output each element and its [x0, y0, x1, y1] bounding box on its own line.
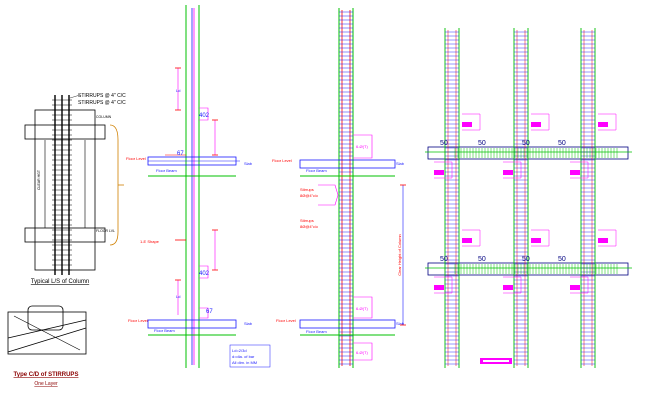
- frame-tag-outline: [434, 276, 453, 294]
- frame-tag: [531, 238, 541, 243]
- frame-tag-outline: [598, 113, 617, 131]
- beam-hatching: [454, 148, 618, 274]
- tag-c: 6-Ø(T): [356, 350, 368, 355]
- frame-tag: [434, 285, 444, 290]
- tag-box-c: [353, 342, 373, 361]
- dim-bot-4: 50: [558, 256, 566, 263]
- col3-beam-bottom: [299, 319, 396, 329]
- legend-box: [229, 344, 271, 368]
- frame-tag: [503, 285, 513, 290]
- col3-beam-top: [299, 159, 396, 169]
- floor-small-label: FLOOR LVL: [96, 229, 115, 233]
- clear-height-small: CLEAR HGT: [37, 169, 41, 190]
- stirrups-label-2: STIRRUPS @ 4" C/C: [78, 100, 126, 106]
- dim-top-label: 67: [177, 151, 184, 157]
- frame-tag-outline: [598, 229, 617, 247]
- frame-elevation: 50 50 50 50 50 50 50 50: [425, 28, 632, 368]
- frame-tags: [434, 113, 617, 294]
- dim-top-2: 50: [478, 140, 486, 147]
- frame-tag: [598, 238, 608, 243]
- shape-label: 1-E Shape: [140, 239, 160, 244]
- frame-tag-outline: [462, 229, 481, 247]
- dim-bot-1: 50: [440, 256, 448, 263]
- frame-tag: [570, 285, 580, 290]
- frame-tag: [462, 238, 472, 243]
- col3-floor-beam-top: Floor Beam: [306, 168, 327, 173]
- column-lap-detail: 402 402 67 67 Ld Ld Floor Level Floor Be…: [126, 5, 271, 368]
- frame-tag-outline: [503, 161, 522, 179]
- stirrup-outline: [7, 311, 87, 355]
- height-dimension-bracket: [109, 124, 119, 246]
- dim-top-1: 50: [440, 140, 448, 147]
- dim-top-3: 50: [522, 140, 530, 147]
- stirrups-label-b: Stirrups: [300, 218, 314, 223]
- stirrup-caption: Type C/D of STIRRUPS: [14, 372, 79, 378]
- dim-bot-3: 50: [522, 256, 530, 263]
- column-detail-caption: Typical L/S of Column: [31, 279, 89, 285]
- stirrups-spacing-b: 8Ø@4"c/c: [300, 224, 318, 229]
- dim-top-4: 50: [558, 140, 566, 147]
- col3-slab-bottom: Slab: [396, 321, 405, 326]
- column-small-label: COLUMN: [96, 115, 112, 119]
- col3-slab-top: Slab: [396, 161, 405, 166]
- tag-box-a: [353, 134, 373, 159]
- tag-b: 6-Ø(T): [356, 306, 368, 311]
- stirrup-subcaption: One Layer: [34, 381, 58, 387]
- floor-level-top: Floor Level: [126, 156, 146, 161]
- frame-columns: [444, 28, 596, 368]
- frame-tag-outline: [531, 113, 550, 131]
- stirrup-ticks: [52, 99, 72, 271]
- floor-beam-top-label: Floor Beam: [156, 168, 177, 173]
- lap-dim-bottom: 402: [199, 271, 210, 277]
- frame-tag: [570, 170, 580, 175]
- frame-tag-outline: [570, 161, 589, 179]
- bottom-slab: [24, 227, 106, 243]
- col3-floor-beam-bottom: Floor Beam: [306, 329, 327, 334]
- legend-line-2: d=dia. of bar: [232, 354, 255, 359]
- legend-line-3: All dim. in MM: [232, 360, 257, 365]
- column-section-detail: STIRRUPS @ 4" C/C STIRRUPS @ 4" C/C COLU…: [24, 93, 126, 285]
- frame-tag: [531, 122, 541, 127]
- tag-a: 6-Ø(T): [356, 144, 368, 149]
- slab-bottom: Slab: [244, 321, 253, 326]
- frame-tag: [503, 170, 513, 175]
- frame-tag: [462, 122, 472, 127]
- dim-bottom-label: 67: [206, 309, 213, 315]
- floor-level-bottom: Floor Level: [128, 318, 148, 323]
- frame-tag: [598, 122, 608, 127]
- floor-beam-bottom-label: Floor Beam: [154, 328, 175, 333]
- clear-height-label: Clear Height of Column: [397, 234, 402, 276]
- floor-beam-bottom: [147, 319, 237, 329]
- slab-top: Slab: [244, 161, 253, 166]
- top-slab: [24, 124, 106, 140]
- ld-label-bottom: Ld: [176, 294, 180, 299]
- lap-dim-top: 402: [199, 113, 210, 119]
- dim-bot-2: 50: [478, 256, 486, 263]
- tag-box-b: [353, 296, 373, 319]
- frame-tag-outline: [503, 276, 522, 294]
- col3-floor-level-bottom: Floor Level: [276, 318, 296, 323]
- frame-tag-outline: [531, 229, 550, 247]
- legend-line-1: Ld=2/3d: [232, 348, 247, 353]
- ld-label-top: Ld: [176, 88, 180, 93]
- stirrup-type-detail: Type C/D of STIRRUPS One Layer: [7, 305, 87, 387]
- col3-floor-level-top: Floor Level: [272, 158, 292, 163]
- stirrups-label-1: STIRRUPS @ 4" C/C: [78, 93, 126, 99]
- stirrups-label-a: Stirrups: [300, 187, 314, 192]
- frame-tag-outline: [434, 161, 453, 179]
- stirrup-hook: [27, 305, 64, 331]
- col3-stirrups: [339, 11, 353, 365]
- frame-tag: [434, 170, 444, 175]
- column-stirrup-detail: Floor Level Floor Beam Floor Level Floor…: [272, 8, 406, 368]
- frame-tag-outline: [462, 113, 481, 131]
- stirrups-spacing-a: 8Ø@4"c/c: [300, 193, 318, 198]
- frame-tag-outline: [570, 276, 589, 294]
